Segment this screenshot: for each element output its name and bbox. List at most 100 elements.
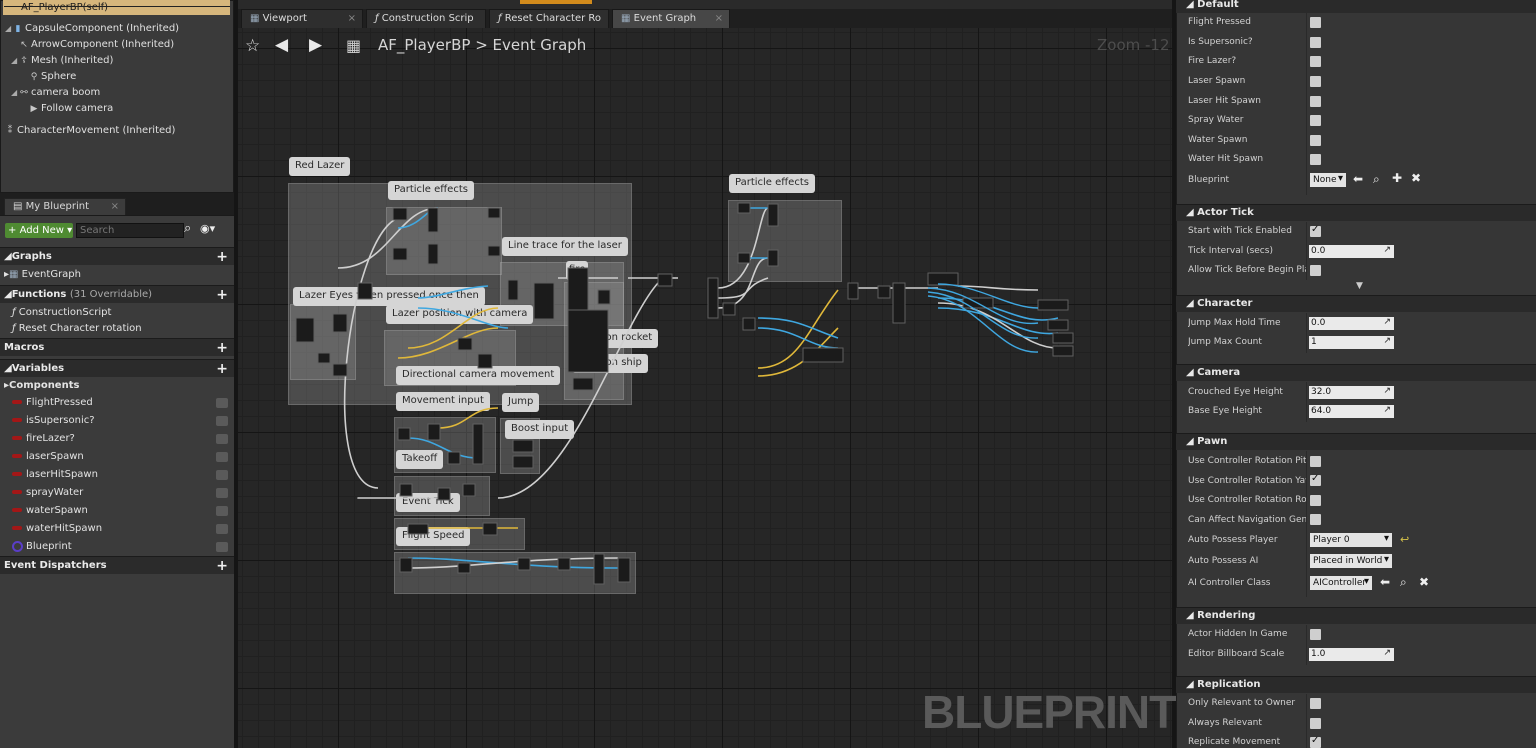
is-supersonic-checkbox[interactable] (1310, 37, 1321, 48)
comment-title[interactable]: Movement input (396, 392, 490, 411)
visibility-eye-icon[interactable] (216, 452, 228, 462)
comment-title[interactable]: Particle effects (388, 181, 474, 200)
always-relevant-checkbox[interactable] (1310, 718, 1321, 729)
visibility-eye-icon[interactable] (216, 398, 228, 408)
spray-water-checkbox[interactable] (1310, 115, 1321, 126)
macros-section-header[interactable]: Macros + (0, 338, 234, 356)
close-icon[interactable]: × (347, 13, 356, 24)
my-blueprint-tab[interactable]: ▤ My Blueprint × (4, 198, 126, 215)
function-item-construction[interactable]: ƒ ConstructionScript (12, 307, 112, 318)
pawn-section-header[interactable]: ◢ Pawn (1176, 433, 1536, 450)
water-spawn-checkbox[interactable] (1310, 135, 1321, 146)
affect-navigation-checkbox[interactable] (1310, 514, 1321, 525)
character-section-header[interactable]: ◢ Character (1176, 295, 1536, 312)
flight-pressed-checkbox[interactable] (1310, 17, 1321, 28)
replicate-movement-checkbox[interactable] (1310, 735, 1321, 748)
visibility-eye-icon[interactable] (216, 416, 228, 426)
expand-advanced-icon[interactable]: ▼ (1356, 281, 1363, 291)
add-function-button[interactable]: + (216, 287, 228, 303)
jump-hold-field[interactable]: 0.0 (1309, 316, 1394, 330)
relevant-owner-checkbox[interactable] (1310, 698, 1321, 709)
auto-possess-ai-select[interactable]: Placed in World (1310, 553, 1392, 568)
tab-event-graph[interactable]: ▦ Event Graph× (612, 9, 730, 28)
comment-title[interactable]: Boost input (505, 420, 575, 439)
allow-tick-checkbox[interactable] (1310, 265, 1321, 276)
comment-title[interactable]: Directional camera movement (396, 366, 561, 385)
clear-x-icon[interactable]: ✖ (1411, 171, 1422, 185)
replication-section-header[interactable]: ◢ Replication (1176, 676, 1536, 693)
reset-to-default-icon[interactable]: ↩ (1400, 533, 1410, 546)
graphs-section-header[interactable]: ◢Graphs + (0, 247, 234, 265)
variable-item[interactable]: laserSpawn (12, 448, 230, 466)
components-category[interactable]: ▸Components (4, 380, 80, 391)
visibility-eye-icon[interactable] (216, 470, 228, 480)
event-dispatchers-section-header[interactable]: Event Dispatchers + (0, 556, 234, 574)
search-input[interactable]: Search (76, 223, 184, 238)
browse-search-icon[interactable]: ⌕ (1373, 172, 1380, 186)
comment-title[interactable]: Particle effects (729, 174, 815, 193)
component-self[interactable]: AF_PlayerBP(self) (3, 0, 230, 15)
variables-section-header[interactable]: ◢Variables + (0, 359, 234, 377)
component-item-follow-camera[interactable]: ▶Follow camera (5, 101, 179, 117)
back-arrow-icon[interactable]: ◀ (275, 35, 289, 55)
add-graph-button[interactable]: + (216, 249, 228, 265)
ai-controller-class-select[interactable]: AIController (1310, 576, 1372, 590)
variable-item[interactable]: isSupersonic? (12, 412, 230, 430)
function-item-reset[interactable]: ƒ Reset Character rotation (12, 323, 142, 334)
graph-item-eventgraph[interactable]: ▸▦ EventGraph (4, 269, 81, 280)
collapse-arrow-icon[interactable]: ◢ (11, 56, 18, 65)
component-item-capsule[interactable]: ◢▮CapsuleComponent (Inherited) (5, 21, 179, 37)
component-item-camera-boom[interactable]: ◢⚯camera boom (5, 85, 179, 101)
browse-search-icon[interactable]: ⌕ (1400, 575, 1407, 589)
use-selected-arrow-icon[interactable]: ⬅ (1353, 172, 1364, 186)
breadcrumb-blueprint[interactable]: AF_PlayerBP (378, 36, 471, 54)
variable-item[interactable]: fireLazer? (12, 430, 230, 448)
component-item-arrow[interactable]: ↖ArrowComponent (Inherited) (5, 37, 179, 53)
billboard-scale-field[interactable]: 1.0 (1309, 647, 1394, 661)
base-eye-field[interactable]: 64.0 (1309, 404, 1394, 418)
visibility-eye-icon[interactable] (216, 542, 228, 552)
use-selected-arrow-icon[interactable]: ⬅ (1380, 575, 1391, 589)
jump-count-field[interactable]: 1 (1309, 335, 1394, 349)
comment-title[interactable]: Jump (502, 393, 540, 412)
variable-item[interactable]: sprayWater (12, 484, 230, 502)
add-dispatcher-button[interactable]: + (216, 558, 228, 574)
component-item-character-movement[interactable]: ⁑CharacterMovement (Inherited) (5, 123, 179, 139)
add-variable-button[interactable]: + (216, 361, 228, 377)
variable-item[interactable]: laserHitSpawn (12, 466, 230, 484)
functions-section-header[interactable]: ◢Functions (31 Overridable) + (0, 285, 234, 303)
default-section-header[interactable]: ◢ Default (1176, 0, 1536, 13)
comment-title[interactable]: Line trace for the laser (502, 237, 628, 256)
breadcrumb-graph[interactable]: Event Graph (492, 36, 587, 54)
blueprint-select[interactable]: None (1310, 172, 1346, 187)
forward-arrow-icon[interactable]: ▶ (309, 35, 323, 55)
crouched-eye-field[interactable]: 32.0 (1309, 385, 1394, 399)
comment-title[interactable]: Red Lazer (289, 157, 351, 176)
graph-canvas[interactable] (238, 28, 1172, 748)
close-icon[interactable]: × (714, 13, 723, 24)
view-options-icon[interactable]: ◉▾ (200, 222, 216, 235)
tab-viewport[interactable]: ▦ Viewport× (241, 9, 363, 28)
tick-interval-field[interactable]: 0.0 (1309, 244, 1394, 258)
clear-x-icon[interactable]: ✖ (1419, 575, 1430, 589)
rotation-yaw-checkbox[interactable] (1310, 473, 1321, 486)
variable-item[interactable]: FlightPressed (12, 394, 230, 412)
collapse-arrow-icon[interactable]: ◢ (11, 88, 18, 97)
visibility-eye-icon[interactable] (216, 434, 228, 444)
collapse-arrow-icon[interactable]: ◢ (5, 24, 12, 33)
laser-spawn-checkbox[interactable] (1310, 76, 1321, 87)
fire-lazer-checkbox[interactable] (1310, 56, 1321, 67)
rotation-pitch-checkbox[interactable] (1310, 456, 1321, 467)
camera-section-header[interactable]: ◢ Camera (1176, 364, 1536, 381)
component-item-mesh[interactable]: ◢☦Mesh (Inherited) (5, 53, 179, 69)
add-plus-icon[interactable]: ✚ (1392, 171, 1403, 185)
component-item-sphere[interactable]: ⚲Sphere (5, 69, 179, 85)
rendering-section-header[interactable]: ◢ Rendering (1176, 607, 1536, 624)
add-macro-button[interactable]: + (216, 340, 228, 356)
comment-box-particles-2[interactable] (728, 200, 842, 282)
favorite-star-icon[interactable]: ☆ (245, 36, 261, 56)
close-icon[interactable]: × (110, 201, 119, 212)
comment-title[interactable]: Takeoff (396, 450, 444, 469)
search-icon[interactable]: ⌕ (184, 221, 192, 236)
visibility-eye-icon[interactable] (216, 524, 228, 534)
